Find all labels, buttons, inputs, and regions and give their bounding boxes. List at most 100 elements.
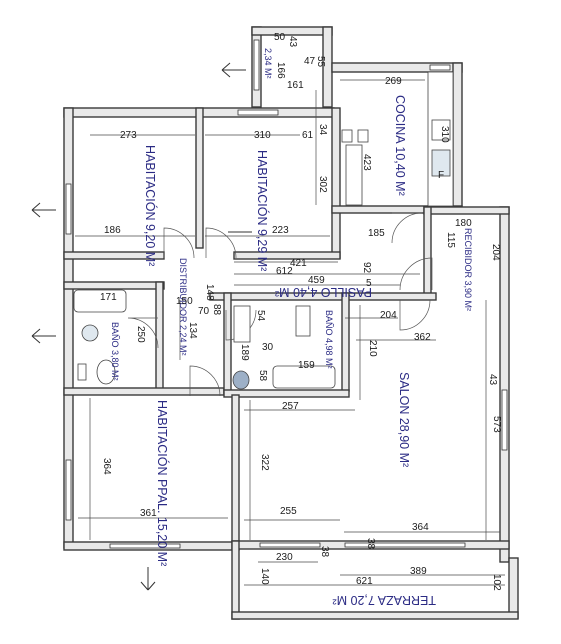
dim-230: 230: [276, 552, 293, 563]
dim-322: 322: [259, 454, 270, 471]
room-label-galeria: 2,34 M²: [263, 48, 273, 79]
dim-161: 161: [287, 80, 304, 91]
dim-171: 171: [100, 292, 117, 303]
room-label-terraza: TERRAZA 7,20 M²: [333, 593, 437, 607]
arrow-top-icon: [221, 62, 246, 78]
dim-204a: 204: [490, 244, 501, 261]
sink-1: [81, 324, 99, 342]
dim-364b: 364: [412, 522, 429, 533]
kitchen-stove: [431, 149, 451, 177]
wall-recibidor-top: [423, 206, 510, 215]
toilet-1-tank: [77, 363, 87, 381]
window-habppal-left: [65, 459, 72, 521]
dim-180: 180: [455, 218, 472, 229]
dim-88: 88: [211, 304, 222, 316]
dim-30: 30: [262, 342, 274, 353]
dim-310a: 310: [254, 130, 271, 141]
window-hab2-top: [237, 109, 279, 116]
dim-58: 58: [257, 370, 268, 382]
door-kitchen: [391, 212, 423, 244]
dim-150: 150: [176, 296, 193, 307]
window-salon-right: [501, 389, 508, 451]
orientation-arrows: [31, 62, 252, 591]
room-label-distribuidor: DISTRIBUIDOR 2,24 M²: [178, 258, 188, 356]
dim-54: 54: [255, 310, 266, 322]
dim-273: 273: [120, 130, 137, 141]
dim-189: 189: [239, 344, 250, 361]
wall-bano1-right: [155, 281, 164, 393]
window-salon-bottom: [259, 542, 321, 548]
room-label-pasillo: PASILLO 4,40 M²: [275, 285, 372, 299]
wall-bano2-left: [223, 292, 232, 394]
door-bano1: [127, 317, 159, 349]
dim-166: 166: [275, 62, 286, 79]
wall-kitchen-right: [452, 62, 463, 214]
room-labels: COCINA 10,40 M² HABITACIÓN 9,20 M² HABIT…: [110, 48, 473, 607]
dim-421: 421: [290, 258, 307, 269]
toilet-2: [232, 370, 250, 390]
dim-223: 223: [272, 225, 289, 236]
arrow-left-lower-icon: [31, 328, 56, 344]
dim-269: 269: [385, 76, 402, 87]
kitchen-table: [345, 144, 363, 206]
dim-159: 159: [298, 360, 315, 371]
dim-204b: 204: [380, 310, 397, 321]
dim-38a: 38: [319, 546, 330, 558]
walls: [63, 26, 519, 620]
window-habppal-bottom: [109, 543, 181, 549]
wall-terraza-right: [508, 557, 519, 619]
room-label-hab1: HABITACIÓN 9,20 M²: [143, 145, 158, 266]
shower-tray: [233, 305, 251, 343]
wall-recibidor-left: [423, 206, 432, 296]
doors: [127, 212, 433, 397]
wall-galeria-top: [251, 26, 333, 36]
dimension-labels: 50 43 47 55 166 161 269 273 310 61 34 31…: [100, 32, 502, 591]
dim-43b: 43: [487, 374, 498, 386]
dim-47: 47: [304, 56, 316, 67]
dim-140: 140: [259, 568, 270, 585]
door-salon: [399, 299, 431, 331]
wall-hab2-kitchen: [331, 107, 341, 259]
kitchen-sink: [431, 119, 451, 141]
bathtub-1: [73, 289, 127, 313]
dim-92: 92: [361, 262, 372, 274]
arrow-left-upper-icon: [31, 202, 56, 218]
room-label-salon: SALON 28,90 M²: [397, 372, 411, 467]
window-hab1: [65, 183, 72, 235]
dim-186: 186: [104, 225, 121, 236]
door-recibidor: [399, 257, 433, 291]
dim-61: 61: [302, 130, 314, 141]
dim-250: 250: [135, 326, 146, 343]
dim-70: 70: [198, 306, 210, 317]
room-label-bano1: BAÑO 3,80 M²: [110, 322, 120, 381]
dim-621: 621: [356, 576, 373, 587]
dim-257: 257: [282, 401, 299, 412]
dim-255: 255: [280, 506, 297, 517]
dim-361: 361: [140, 508, 157, 519]
dim-55: 55: [315, 56, 326, 68]
chair-2: [357, 129, 369, 143]
dim-210: 210: [367, 340, 378, 357]
room-label-bano2: BAÑO 4,98 M²: [324, 310, 334, 369]
dim-612: 612: [276, 266, 293, 277]
dim-302: 302: [317, 176, 328, 193]
dim-34: 34: [317, 124, 328, 136]
dim-5: 5: [366, 278, 372, 289]
dim-102: 102: [491, 574, 502, 591]
room-label-recibidor: RECIBIDOR 3,90 M²: [463, 228, 473, 311]
dim-459: 459: [308, 275, 325, 286]
dim-134: 134: [187, 322, 198, 339]
wall-habppal-right: [231, 394, 240, 549]
window-galeria: [253, 39, 260, 91]
dim-573: 573: [491, 416, 502, 433]
bathtub-2: [272, 365, 336, 389]
room-label-hab2: HABITACIÓN 9,29 M²: [255, 150, 270, 271]
wall-bano2-bottom: [223, 389, 350, 398]
window-salon-bottom2: [344, 542, 466, 548]
fridge-label: F: [438, 170, 444, 181]
dim-185: 185: [368, 228, 385, 239]
door-habppal: [189, 365, 221, 397]
dim-364a: 364: [101, 458, 112, 475]
wall-bano2-right: [341, 292, 350, 392]
